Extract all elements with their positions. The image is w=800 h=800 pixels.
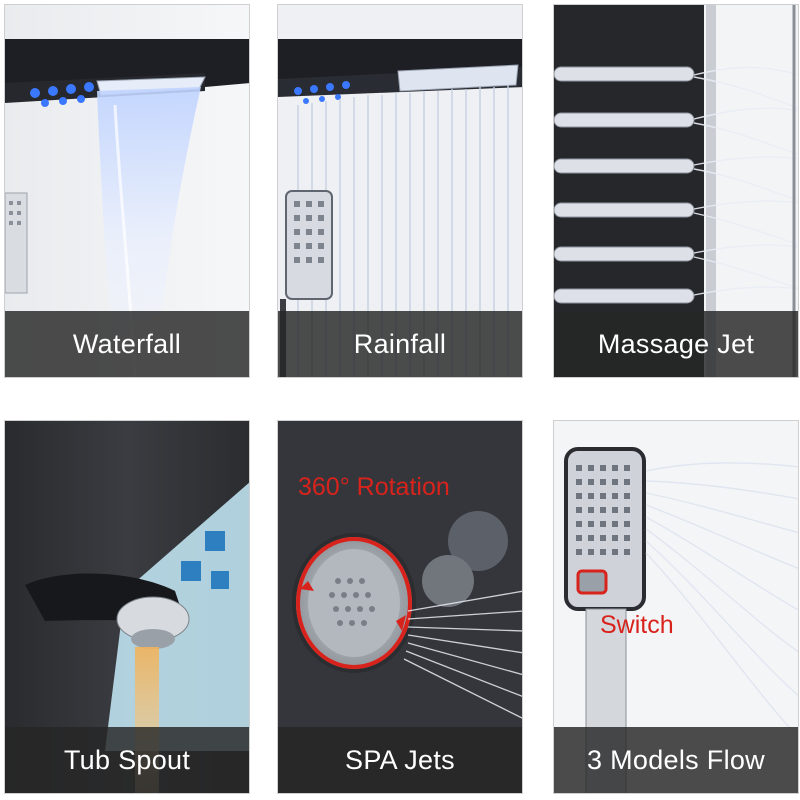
- caption-spa-jets: SPA Jets: [278, 727, 522, 793]
- caption-rainfall: Rainfall: [278, 311, 522, 377]
- tile-spa-jets: 360° Rotation SPA Jets: [277, 420, 523, 794]
- caption-three-models-flow: 3 Models Flow: [554, 727, 798, 793]
- callout-360-rotation: 360° Rotation: [298, 473, 450, 501]
- tile-tub-spout: Tub Spout: [4, 420, 250, 794]
- tile-waterfall: Waterfall: [4, 4, 250, 378]
- tile-massage-jet: Massage Jet: [553, 4, 799, 378]
- caption-tub-spout: Tub Spout: [5, 727, 249, 793]
- caption-waterfall: Waterfall: [5, 311, 249, 377]
- callout-switch: Switch: [600, 611, 674, 639]
- tile-three-models-flow: Switch 3 Models Flow: [553, 420, 799, 794]
- tile-rainfall: Rainfall: [277, 4, 523, 378]
- caption-massage-jet: Massage Jet: [554, 311, 798, 377]
